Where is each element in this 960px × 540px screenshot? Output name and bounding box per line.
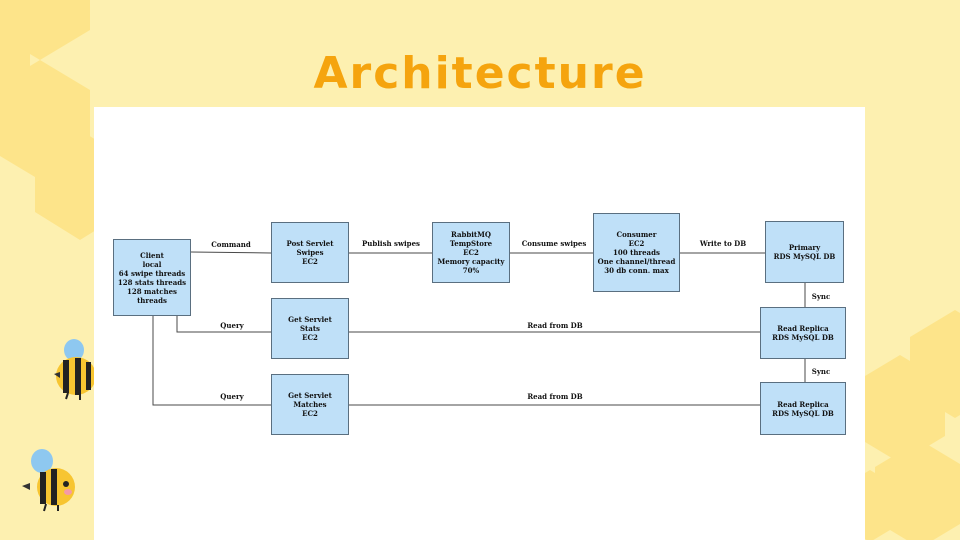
client-node: Client local 64 swipe threads 128 stats … bbox=[113, 239, 191, 316]
rabbitmq-node-label: RabbitMQ TempStore EC2 Memory capacity 7… bbox=[437, 230, 505, 275]
consumer-node: Consumer EC2 100 threads One channel/thr… bbox=[593, 213, 680, 292]
diagram-panel: Client local 64 swipe threads 128 stats … bbox=[94, 107, 865, 540]
primary-db-node: Primary RDS MySQL DB bbox=[765, 221, 844, 283]
sync-label: Sync bbox=[811, 292, 831, 301]
query-matches-connector bbox=[152, 316, 271, 406]
query-label: Query bbox=[220, 392, 244, 401]
consumer-node-label: Consumer EC2 100 threads One channel/thr… bbox=[597, 230, 676, 275]
matches-servlet-node: Get Servlet Matches EC2 bbox=[271, 374, 349, 435]
read-replica-node: Read Replica RDS MySQL DB bbox=[760, 307, 846, 359]
rabbitmq-node: RabbitMQ TempStore EC2 Memory capacity 7… bbox=[432, 222, 510, 283]
read-replica-node-label: Read Replica RDS MySQL DB bbox=[772, 324, 834, 342]
query-label: Query bbox=[220, 321, 244, 330]
diagram-connectors bbox=[152, 251, 806, 406]
query-stats-connector bbox=[176, 316, 271, 333]
matches-servlet-node-label: Get Servlet Matches EC2 bbox=[288, 391, 332, 418]
post-servlet-node: Post Servlet Swipes EC2 bbox=[271, 222, 349, 283]
post-servlet-node-label: Post Servlet Swipes EC2 bbox=[286, 239, 334, 266]
command-label: Command bbox=[211, 240, 251, 249]
bee-icon bbox=[22, 449, 75, 512]
stats-servlet-node-label: Get Servlet Stats EC2 bbox=[288, 315, 332, 342]
write-to-db-label: Write to DB bbox=[699, 239, 747, 248]
primary-db-node-label: Primary RDS MySQL DB bbox=[773, 243, 836, 261]
stats-servlet-node: Get Servlet Stats EC2 bbox=[271, 298, 349, 359]
command-connector bbox=[190, 251, 272, 254]
read-from-db-label: Read from DB bbox=[527, 321, 583, 330]
client-node-label: Client local 64 swipe threads 128 stats … bbox=[117, 250, 187, 305]
publish-swipes-label: Publish swipes bbox=[362, 239, 420, 248]
consume-swipes-label: Consume swipes bbox=[521, 239, 587, 248]
read-replica-node: Read Replica RDS MySQL DB bbox=[760, 382, 846, 435]
read-replica-node-label: Read Replica RDS MySQL DB bbox=[772, 399, 834, 418]
read-from-db-label: Read from DB bbox=[527, 392, 583, 401]
sync-label: Sync bbox=[811, 367, 831, 376]
bee-icon bbox=[54, 339, 96, 400]
slide-title: Architecture bbox=[313, 48, 647, 99]
